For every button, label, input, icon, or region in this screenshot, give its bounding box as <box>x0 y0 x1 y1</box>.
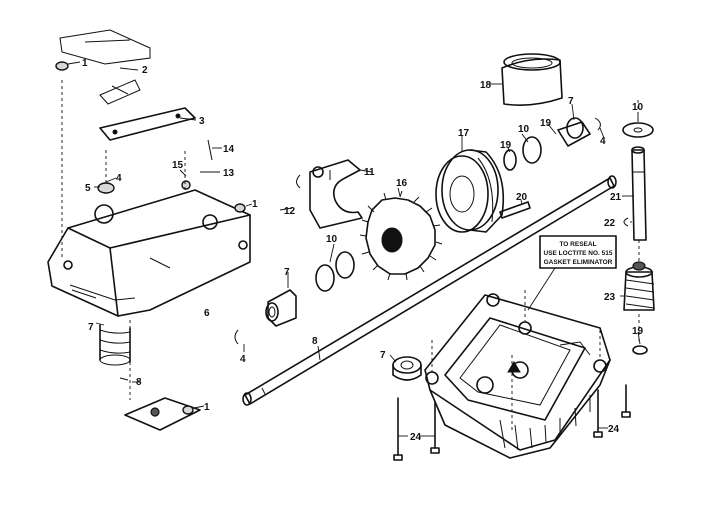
callout-1: 1 <box>204 402 210 413</box>
part-washer-19-right <box>632 345 648 355</box>
callout-10: 10 <box>632 102 644 113</box>
note-line-3: GASKET ELIMINATOR <box>544 259 613 266</box>
callout-19: 19 <box>500 140 512 151</box>
part-spring-7 <box>99 324 131 366</box>
part-shaft-8 <box>242 175 617 406</box>
callout-20: 20 <box>516 192 528 203</box>
part-clip-4-center <box>234 329 239 345</box>
note-line-1: TO RESEAL <box>559 241 596 248</box>
part-cover-housing-6 <box>47 189 251 317</box>
part-washer-10-center <box>315 251 355 292</box>
part-bolts-24 <box>393 384 631 461</box>
part-collar-7-right <box>557 117 591 147</box>
callout-16: 16 <box>396 178 408 189</box>
callout-14: 14 <box>223 144 235 155</box>
part-key-20 <box>499 201 531 219</box>
part-gear-housing-9 <box>424 293 611 459</box>
callout-11: 11 <box>364 167 375 178</box>
part-washer-10-right <box>622 122 654 138</box>
callout-17: 17 <box>458 128 470 139</box>
part-shaft-21 <box>631 146 647 241</box>
callout-7: 7 <box>284 267 290 278</box>
part-screw-1-bottom <box>182 405 194 415</box>
part-clip-22 <box>623 217 629 227</box>
leader-lines <box>67 61 641 437</box>
part-washer-4 <box>97 182 115 194</box>
assembly-lines-housing <box>431 290 601 430</box>
part-bushing-7-housing <box>392 356 422 381</box>
callout-1: 1 <box>252 199 258 210</box>
part-bushing-18 <box>501 53 563 106</box>
part-gear-16 <box>359 190 443 281</box>
part-screw-1-top <box>55 61 69 71</box>
callout-10: 10 <box>518 124 530 135</box>
note-line-2: USE LOCTITE NO. 515 <box>544 250 613 257</box>
callout-4: 4 <box>600 136 606 147</box>
part-washers-19-10 <box>503 136 542 171</box>
part-small-pin-14 <box>207 139 213 161</box>
callout-5: 5 <box>85 183 91 194</box>
assembly-lines-left <box>61 80 186 400</box>
callout-3: 3 <box>199 116 205 127</box>
part-spring-plate <box>99 79 141 105</box>
callout-6: 6 <box>204 308 210 319</box>
part-screw-15 <box>181 180 191 190</box>
callout-labels: 1 2 3 14 15 13 5 4 1 12 6 7 8 1 11 16 10… <box>82 58 644 443</box>
callout-24: 24 <box>608 424 620 435</box>
callout-4: 4 <box>116 173 122 184</box>
callout-10: 10 <box>326 234 338 245</box>
callout-7: 7 <box>88 322 94 333</box>
callout-24: 24 <box>410 432 422 443</box>
part-clip-12 <box>296 174 301 189</box>
part-shift-fork-11 <box>309 159 363 229</box>
callout-22: 22 <box>604 218 616 229</box>
part-worm-gear-23 <box>623 261 655 311</box>
callout-7: 7 <box>568 96 574 107</box>
part-top-bracket <box>59 29 151 65</box>
part-base-plate <box>124 397 201 431</box>
part-small-item-8 <box>119 377 129 381</box>
callout-19: 19 <box>540 118 552 129</box>
part-pulley-17 <box>435 149 505 233</box>
callout-8: 8 <box>136 377 142 388</box>
callout-21: 21 <box>610 192 622 203</box>
callout-13: 13 <box>223 168 235 179</box>
part-clip-4-right <box>594 117 601 131</box>
callout-2: 2 <box>142 65 148 76</box>
callout-8: 8 <box>312 336 318 347</box>
part-screw-1-side <box>234 203 246 213</box>
reseal-note: TO RESEAL USE LOCTITE NO. 515 GASKET ELI… <box>527 235 617 311</box>
callout-1: 1 <box>82 58 88 69</box>
part-bushing-7-center <box>265 289 297 327</box>
callout-19: 19 <box>632 326 644 337</box>
part-plate-3 <box>99 107 196 141</box>
callout-15: 15 <box>172 160 184 171</box>
callout-7: 7 <box>380 350 386 361</box>
callout-4: 4 <box>240 354 246 365</box>
callout-18: 18 <box>480 80 492 91</box>
callout-12: 12 <box>284 206 296 217</box>
callout-23: 23 <box>604 292 616 303</box>
